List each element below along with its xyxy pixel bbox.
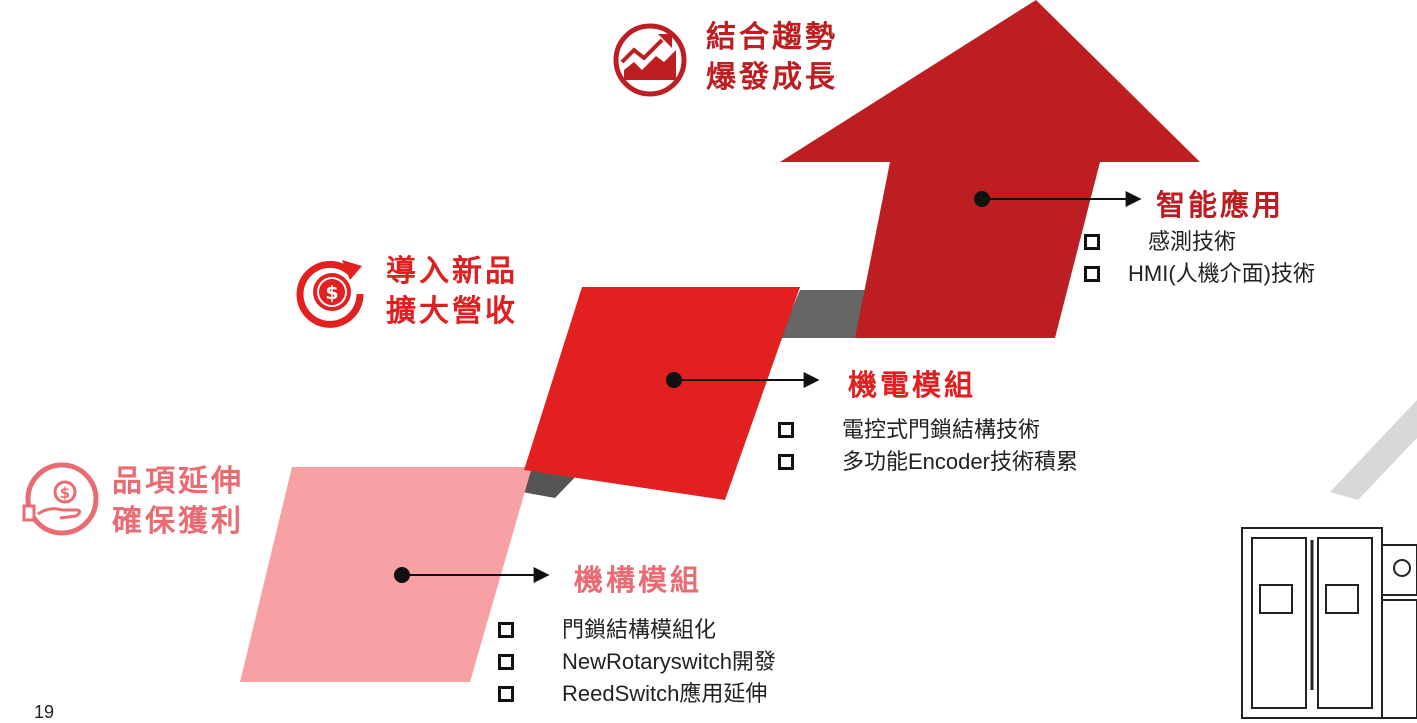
list-item: NewRotaryswitch開發 (498, 646, 776, 678)
mechanism-title: 機構模組 (574, 563, 703, 597)
list-item: 電控式門鎖結構技術 (778, 414, 1078, 446)
home-appliances-icon (1241, 400, 1417, 719)
stage2-line1: 導入新品 (386, 254, 518, 289)
coin-cycle-icon: $ (296, 260, 364, 328)
stage3-line1: 結合趨勢 (706, 20, 838, 55)
stage3-label: 結合趨勢 爆發成長 (706, 18, 838, 98)
list-item: ReedSwitch應用延伸 (498, 678, 776, 710)
stage2-line2: 擴大營收 (386, 294, 518, 329)
mechanism-list: 門鎖結構模組化 NewRotaryswitch開發 ReedSwitch應用延伸 (498, 614, 776, 710)
checkbox-square-icon (1084, 234, 1100, 250)
step1-shadow (522, 470, 582, 498)
stage1-line1: 品項延伸 (112, 464, 244, 499)
checkbox-square-icon (1084, 266, 1100, 282)
stage2-label: 導入新品 擴大營收 (386, 252, 518, 332)
svg-text:$: $ (325, 282, 338, 304)
step2-block-red (524, 287, 800, 500)
stage3-line2: 爆發成長 (706, 60, 838, 95)
stage1-label: 品項延伸 確保獲利 (112, 462, 244, 542)
step2-shadow (780, 290, 880, 338)
checkbox-square-icon (778, 422, 794, 438)
smart-title: 智能應用 (1156, 188, 1285, 222)
checkbox-square-icon (498, 654, 514, 670)
svg-text:$: $ (60, 484, 70, 502)
step1-block-pink (240, 467, 532, 682)
smart-list: 感測技術 HMI(人機介面)技術 (1084, 226, 1315, 290)
electromech-title: 機電模組 (848, 368, 977, 402)
checkbox-square-icon (498, 622, 514, 638)
mechanism-connector (394, 567, 550, 583)
electromech-connector (666, 372, 820, 388)
electromech-list: 電控式門鎖結構技術 多功能Encoder技術積累 (778, 414, 1078, 478)
checkbox-square-icon (498, 686, 514, 702)
step3-arrow-darkred (780, 0, 1200, 338)
list-item: 多功能Encoder技術積累 (778, 446, 1078, 478)
checkbox-square-icon (778, 454, 794, 470)
hand-coin-icon: $ (22, 462, 99, 536)
list-item: HMI(人機介面)技術 (1084, 258, 1315, 290)
smart-connector (974, 191, 1142, 207)
stage1-line2: 確保獲利 (112, 504, 244, 539)
growth-chart-icon (613, 23, 687, 97)
list-item: 感測技術 (1084, 226, 1315, 258)
page-number: 19 (34, 702, 55, 722)
list-item: 門鎖結構模組化 (498, 614, 776, 646)
